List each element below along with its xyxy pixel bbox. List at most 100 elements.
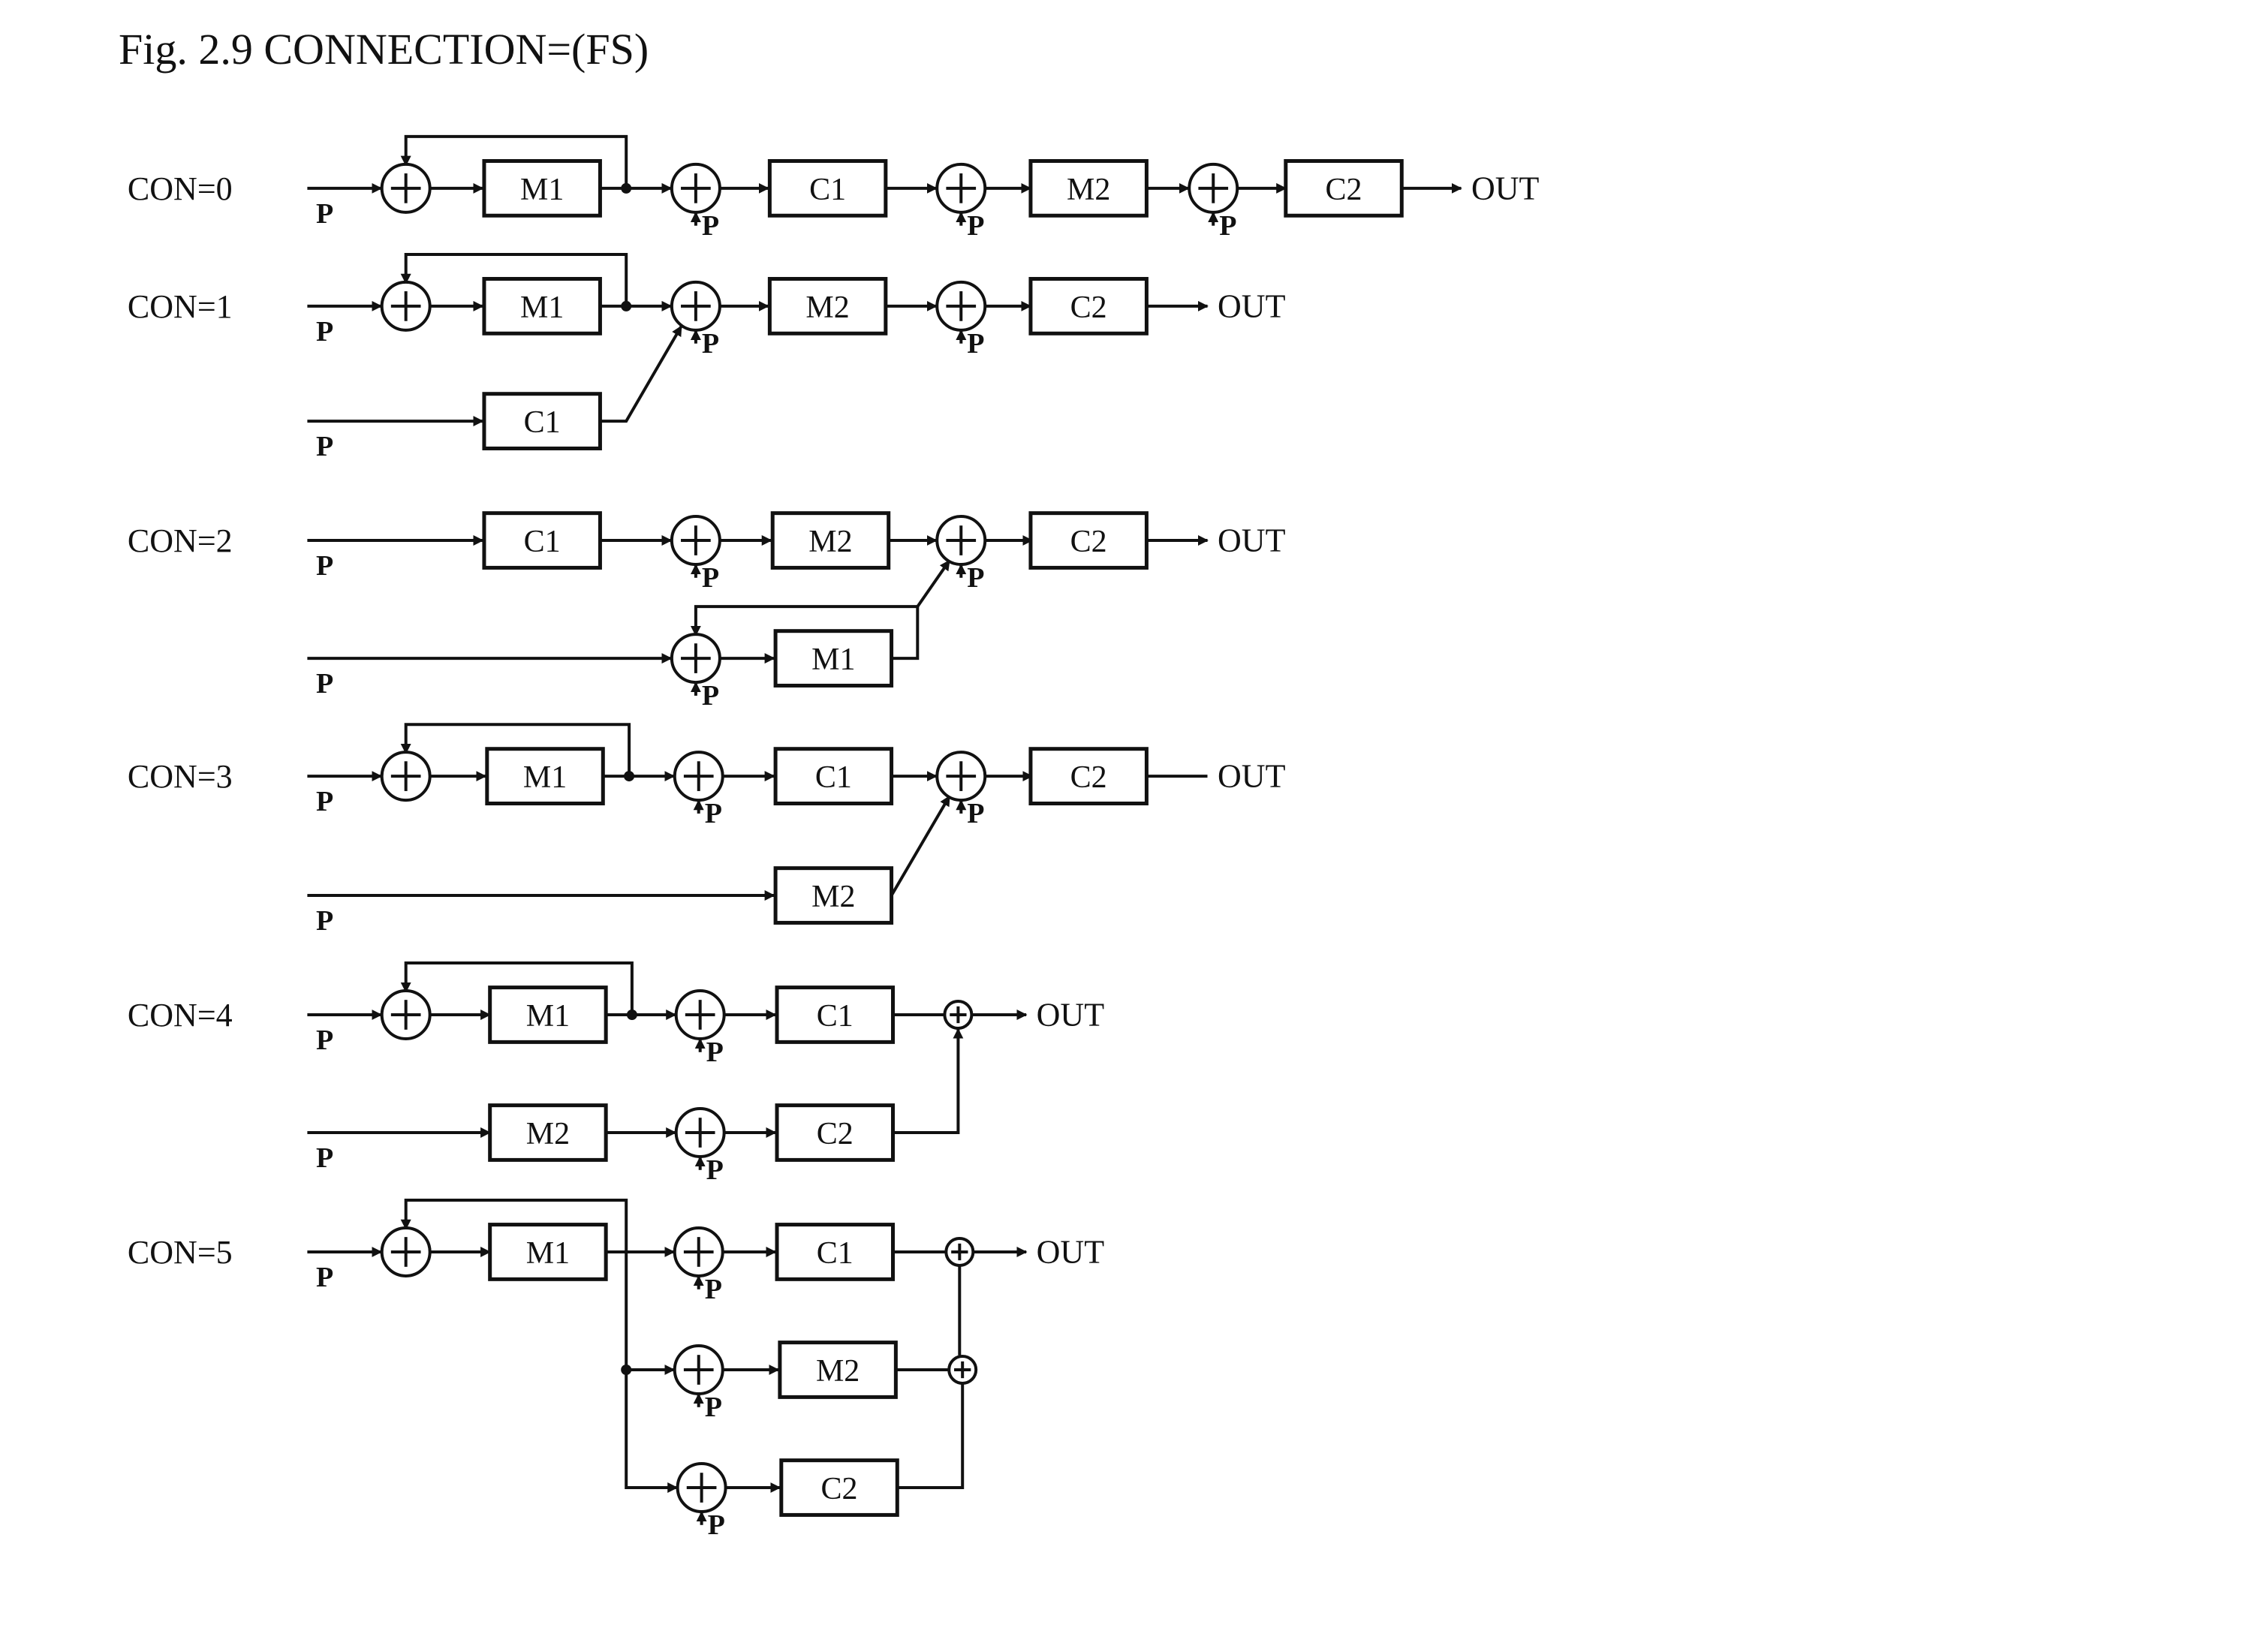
operator-label: M2: [805, 290, 849, 325]
branch-line: [625, 1252, 679, 1493]
sum-node: [935, 751, 987, 802]
output-label: OUT: [1218, 758, 1286, 795]
mix-line: [897, 1384, 965, 1489]
operator-m2: M2: [1028, 158, 1149, 218]
operator-label: C2: [1070, 525, 1107, 559]
operator-m2: M2: [773, 866, 894, 925]
input-p-label: P: [706, 1154, 724, 1186]
sum-node: [673, 751, 724, 802]
input-p-label: P: [316, 198, 333, 230]
sum-node: [380, 1226, 432, 1277]
feedback-loop: [400, 134, 628, 188]
output-label: OUT: [1471, 170, 1540, 206]
operator-label: M2: [811, 880, 855, 914]
sum-node: [676, 1462, 727, 1514]
input-p-label: P: [702, 328, 719, 360]
sum-node: [670, 515, 721, 567]
operator-label: C2: [821, 1472, 858, 1506]
operator-label: C1: [815, 760, 852, 795]
feedback-loop: [400, 961, 634, 1015]
input-p-label: P: [316, 905, 333, 937]
operator-c2: C2: [1028, 277, 1149, 336]
feedback-loop: [400, 723, 631, 777]
connection-label: CON=2: [128, 522, 233, 559]
operator-c1: C1: [482, 392, 602, 450]
sum-node: [670, 162, 721, 214]
input-p-label: P: [967, 798, 984, 829]
input-p-label: P: [702, 210, 719, 242]
input-p-label: P: [705, 798, 722, 829]
input-p-label: P: [316, 1142, 333, 1174]
operator-label: C2: [1070, 760, 1107, 795]
operator-c2: C2: [775, 1103, 895, 1162]
input-p-label: P: [967, 210, 984, 242]
modulation-line: [890, 795, 951, 897]
operator-m1: M1: [488, 1223, 608, 1281]
feedback-loop: [400, 253, 628, 306]
operator-label: M1: [523, 760, 567, 795]
operator-c1: C1: [775, 1223, 895, 1281]
sum-node: [673, 1344, 724, 1395]
operator-label: M1: [520, 290, 564, 325]
operator-m2: M2: [770, 511, 891, 570]
mix-node: [947, 1354, 978, 1385]
operator-label: C1: [809, 173, 846, 207]
operator-c2: C2: [1028, 511, 1149, 570]
operator-label: C2: [1070, 290, 1107, 325]
sum-node: [1188, 162, 1239, 214]
input-p-label: P: [1219, 210, 1236, 242]
junction-dot: [621, 1364, 632, 1375]
mix-line: [893, 1028, 964, 1134]
operator-m1: M1: [485, 747, 605, 805]
modulation-line: [600, 325, 683, 423]
input-p-label: P: [708, 1509, 725, 1541]
operator-label: M1: [520, 173, 564, 207]
input-p-label: P: [702, 562, 719, 594]
output-label: OUT: [1037, 996, 1105, 1033]
mix-node: [944, 1236, 975, 1267]
output-label: OUT: [1218, 287, 1286, 324]
operator-label: C1: [817, 1236, 854, 1271]
sum-node: [670, 280, 721, 332]
operator-c1: C1: [482, 511, 602, 570]
input-p-label: P: [702, 680, 719, 712]
output-label: OUT: [1037, 1233, 1105, 1270]
mix-node: [943, 999, 974, 1030]
input-p-label: P: [316, 786, 333, 817]
operator-c1: C1: [775, 985, 895, 1044]
operator-label: M2: [816, 1354, 860, 1389]
operator-m1: M1: [482, 158, 602, 218]
operator-c1: C1: [773, 747, 894, 805]
operator-c2: C2: [1284, 158, 1404, 218]
operator-m2: M2: [778, 1341, 898, 1399]
input-p-label: P: [706, 1037, 724, 1068]
operator-label: M2: [1067, 173, 1110, 207]
operator-m2: M2: [488, 1103, 608, 1162]
input-p-label: P: [316, 550, 333, 582]
sum-node: [674, 988, 726, 1040]
sum-node: [935, 515, 987, 567]
sum-node: [380, 751, 432, 802]
operator-m1: M1: [482, 277, 602, 336]
connection-label: CON=5: [128, 1234, 233, 1271]
modulation-line: [916, 559, 951, 608]
input-p-label: P: [705, 1392, 722, 1423]
operator-m1: M1: [773, 629, 894, 688]
feedback-loop: [400, 1199, 628, 1252]
input-p-label: P: [316, 316, 333, 348]
operator-label: C2: [817, 1117, 854, 1151]
operator-label: C1: [524, 525, 561, 559]
connection-label: CON=3: [128, 758, 233, 795]
connection-label: CON=1: [128, 288, 233, 325]
output-label: OUT: [1218, 522, 1286, 559]
input-p-label: P: [705, 1274, 722, 1305]
sum-node: [935, 280, 987, 332]
operator-c2: C2: [779, 1458, 899, 1517]
operator-label: M1: [526, 1236, 570, 1271]
operator-label: C1: [817, 999, 854, 1034]
operator-m2: M2: [767, 277, 888, 336]
operator-label: M1: [811, 642, 855, 677]
input-p-label: P: [316, 1025, 333, 1056]
operator-m1: M1: [488, 985, 608, 1044]
